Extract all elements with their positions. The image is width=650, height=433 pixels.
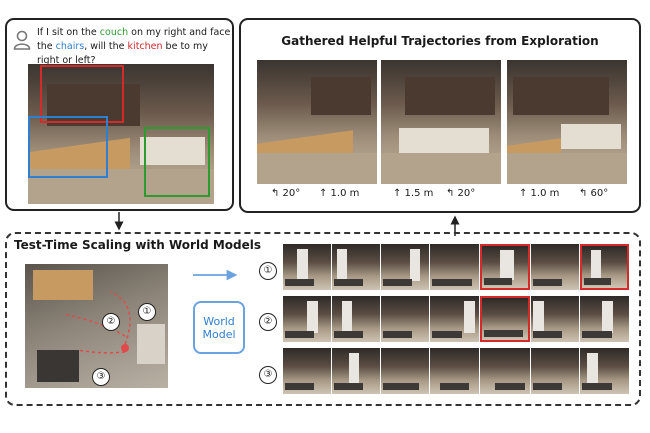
scaling-panel <box>5 232 641 406</box>
rollout-2-frame-7 <box>580 296 629 342</box>
rollout-1-frame-6 <box>531 244 579 290</box>
rollout-3-frame-3 <box>381 348 429 394</box>
trajectory-3-turn: ↰ 60° <box>579 188 609 199</box>
row-label-3: ③ <box>259 366 277 384</box>
chairs-box <box>28 116 108 178</box>
row-label-2: ② <box>259 313 277 331</box>
map-marker-1: ① <box>138 303 156 321</box>
scaling-title: Test-Time Scaling with World Models <box>14 238 262 252</box>
rollout-2-frame-2 <box>332 296 380 342</box>
rollout-1-frame-4 <box>430 244 479 290</box>
trajectory-image-2 <box>381 60 501 184</box>
rollout-3-frame-7 <box>580 348 629 394</box>
trajectory-image-3 <box>507 60 627 184</box>
chairs-word: chairs <box>55 41 85 52</box>
exploration-title: Gathered Helpful Trajectories from Explo… <box>281 34 599 48</box>
exploration-panel: Gathered Helpful Trajectories from Explo… <box>239 18 641 213</box>
map-marker-2: ② <box>102 313 120 331</box>
world-model-line1: World <box>203 314 235 328</box>
question-text: If I sit on the couch on my right and fa… <box>37 27 231 66</box>
rollout-2-frame-6 <box>531 296 579 342</box>
trajectory-2-move: ↑ 1.5 m <box>393 188 434 199</box>
rollout-2-frame-4 <box>430 296 479 342</box>
rollout-2-frame-1 <box>283 296 331 342</box>
row-label-1: ① <box>259 262 277 280</box>
rollout-2-frame-5 <box>480 296 530 342</box>
kitchen-box <box>40 65 124 123</box>
rollout-3-frame-6 <box>531 348 579 394</box>
trajectory-2-turn: ↰ 20° <box>446 188 476 199</box>
trajectory-1-move: ↑ 1.0 m <box>319 188 360 199</box>
couch-word: couch <box>99 27 129 38</box>
rollout-1-frame-7 <box>580 244 629 290</box>
room-image <box>28 64 214 204</box>
rollout-1-frame-5 <box>480 244 530 290</box>
map-marker-3: ③ <box>92 368 110 386</box>
rollout-1-frame-1 <box>283 244 331 290</box>
trajectory-3-move: ↑ 1.0 m <box>519 188 560 199</box>
rollout-3-frame-1 <box>283 348 331 394</box>
rollout-1-frame-3 <box>381 244 429 290</box>
trajectory-image-1 <box>257 60 377 184</box>
question-panel: If I sit on the couch on my right and fa… <box>5 18 234 211</box>
user-icon <box>13 30 31 50</box>
world-model-box: World Model <box>193 301 245 354</box>
couch-box <box>144 127 210 197</box>
rollout-2-frame-3 <box>381 296 429 342</box>
rollout-1-frame-2 <box>332 244 380 290</box>
trajectory-1-turn: ↰ 20° <box>271 188 301 199</box>
rollout-3-frame-5 <box>480 348 530 394</box>
world-model-line2: Model <box>202 327 236 341</box>
kitchen-word: kitchen <box>127 41 163 52</box>
rollout-3-frame-2 <box>332 348 380 394</box>
rollout-3-frame-4 <box>430 348 479 394</box>
topdown-map <box>25 264 168 388</box>
